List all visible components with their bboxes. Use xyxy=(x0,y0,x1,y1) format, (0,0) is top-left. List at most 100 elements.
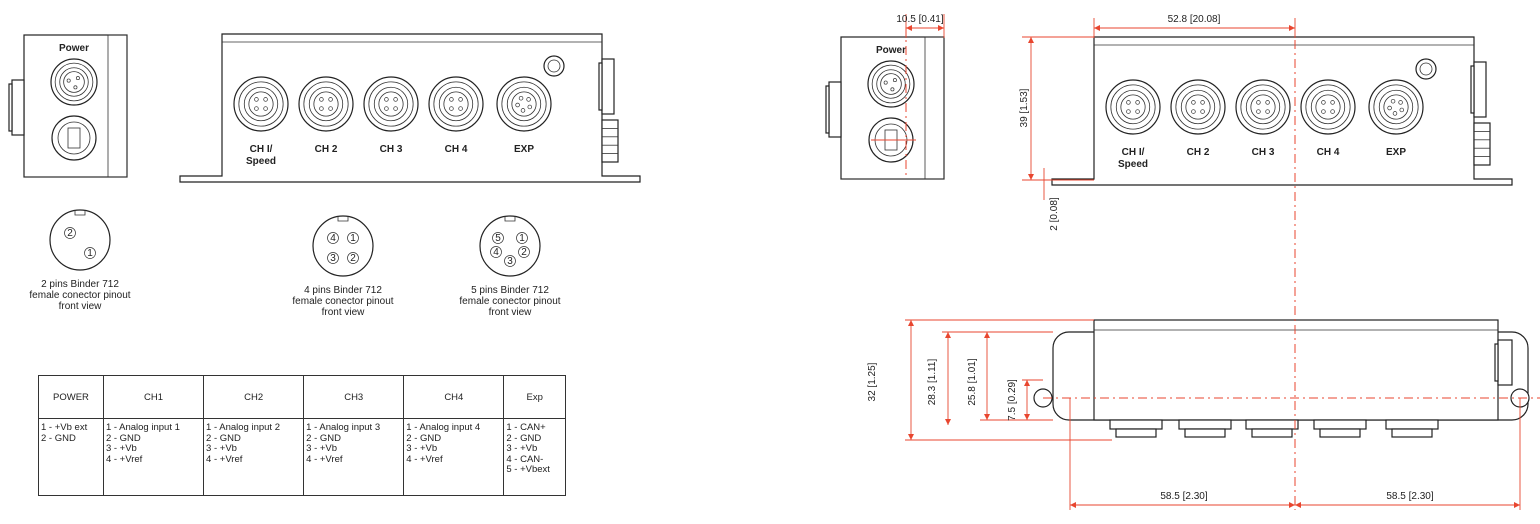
pinout-pin-number: 2 xyxy=(521,247,527,258)
plug-body xyxy=(11,79,25,136)
pinout-pin xyxy=(327,252,339,264)
connector-nut xyxy=(1175,84,1221,130)
dimension-lines: 10.5 [0.41]52.8 [20.08]39 [1.53]2 [0.08]… xyxy=(867,14,1540,510)
connector-pin xyxy=(518,95,524,101)
connector-stub-nut xyxy=(1115,428,1157,438)
connector-pin xyxy=(254,97,259,102)
left-side-view: Power xyxy=(8,34,128,178)
connector-pin xyxy=(1321,109,1326,114)
connector-outer-ring xyxy=(867,60,915,108)
dim-arrow xyxy=(1028,174,1034,180)
connector-pin xyxy=(1387,105,1392,111)
connector-pin xyxy=(449,106,454,111)
connector-pin xyxy=(319,106,324,111)
connector-pin xyxy=(1135,109,1140,114)
connector-pin xyxy=(1200,109,1205,114)
pinout-ring xyxy=(49,209,111,271)
connector-pin xyxy=(393,97,398,102)
plug-cap xyxy=(825,85,830,134)
pin-line: 1 - Analog input 2 xyxy=(206,422,280,433)
connector-nut xyxy=(1305,84,1351,130)
dim-arrow xyxy=(906,25,912,31)
connector-inner-ring xyxy=(506,86,542,122)
pinout-pin-number: 2 xyxy=(350,253,356,264)
connector-pin xyxy=(384,97,389,102)
connector-nut xyxy=(368,81,414,127)
connector-pin xyxy=(1398,100,1403,105)
connector-label: CH 2 xyxy=(1187,147,1210,158)
dim-label: 7.5 [0.29] xyxy=(1007,379,1018,421)
header-ch3: CH3 xyxy=(303,375,405,419)
binder-connector xyxy=(1368,79,1424,135)
header-ch2: CH2 xyxy=(203,375,305,419)
pin-line: 5 - +Vbext xyxy=(506,464,550,475)
top-housing xyxy=(1093,319,1499,421)
connector-nut xyxy=(1240,84,1286,130)
dim-label: 32 [1.25] xyxy=(867,362,878,401)
pinout-caption: front view xyxy=(59,301,103,312)
dim-arrow xyxy=(1295,502,1301,508)
mount-hole-inner xyxy=(1419,62,1433,76)
side-plug xyxy=(8,79,25,136)
connector-pin xyxy=(1330,109,1335,114)
pin-line: 1 - CAN+ xyxy=(506,422,546,433)
pin-line: 1 - Analog input 1 xyxy=(105,422,180,433)
mount-hole xyxy=(1415,58,1437,80)
connector-insert xyxy=(63,71,85,93)
connector-pin xyxy=(1256,100,1261,105)
connector-pin xyxy=(526,97,531,102)
cell-power: 1 - +Vb ext 2 - GND xyxy=(38,418,104,496)
pinout-ring xyxy=(312,215,374,277)
connector-nut xyxy=(501,81,547,127)
dim-arrow xyxy=(938,25,944,31)
connector-label: EXP xyxy=(1386,147,1406,158)
connector-label: CH 3 xyxy=(380,144,403,155)
connector-pin xyxy=(254,106,259,111)
pin-line: 3 - +Vb xyxy=(506,443,538,454)
dim-arrow xyxy=(984,414,990,420)
connector-pin xyxy=(328,106,333,111)
pinout-caption: front view xyxy=(489,307,533,318)
binder-connector xyxy=(50,58,98,106)
connector-insert xyxy=(378,91,404,117)
header-ch1: CH1 xyxy=(102,375,205,419)
cell-ch4: 1 - Analog input 4 2 - GND 3 - +Vb 4 - +… xyxy=(403,418,505,496)
cable-gland xyxy=(601,119,619,163)
connector-nut xyxy=(433,81,479,127)
connector-outer-ring xyxy=(496,76,552,132)
side-plug xyxy=(598,58,615,115)
cell-ch1: 1 - Analog input 1 2 - GND 3 - +Vb 4 - +… xyxy=(102,418,205,496)
connector-nut xyxy=(303,81,349,127)
pin-line: 2 - GND xyxy=(306,432,341,444)
dim-arrow xyxy=(945,332,951,338)
dim-arrow xyxy=(1028,37,1034,43)
pinout-pin xyxy=(347,252,359,264)
connector-insert xyxy=(1383,94,1409,120)
plug-body xyxy=(828,81,842,138)
connector-stub xyxy=(1109,419,1163,430)
header-ch4: CH4 xyxy=(403,375,505,419)
connector-outer-ring xyxy=(50,58,98,106)
connector-stub-nut xyxy=(1184,428,1226,438)
connector-pin xyxy=(892,78,897,83)
pinout-pin xyxy=(327,232,339,244)
connector-inner-ring xyxy=(243,86,279,122)
connector-pin xyxy=(458,106,463,111)
gland-inner xyxy=(57,121,91,155)
connector-stub xyxy=(1245,419,1299,430)
binder-connector xyxy=(428,76,484,132)
pinout-pin xyxy=(492,232,504,244)
connector-outer-ring xyxy=(1170,79,1226,135)
connector-stub-nut xyxy=(1251,428,1293,438)
dim-arrow xyxy=(1070,502,1076,508)
connector-outer-ring xyxy=(1368,79,1424,135)
connector-insert xyxy=(1120,94,1146,120)
connector-inner-ring xyxy=(373,86,409,122)
gland-body xyxy=(1473,122,1491,166)
header-power: POWER xyxy=(38,375,104,419)
connector-inner-ring xyxy=(1115,89,1151,125)
connector-stub xyxy=(1313,419,1367,430)
